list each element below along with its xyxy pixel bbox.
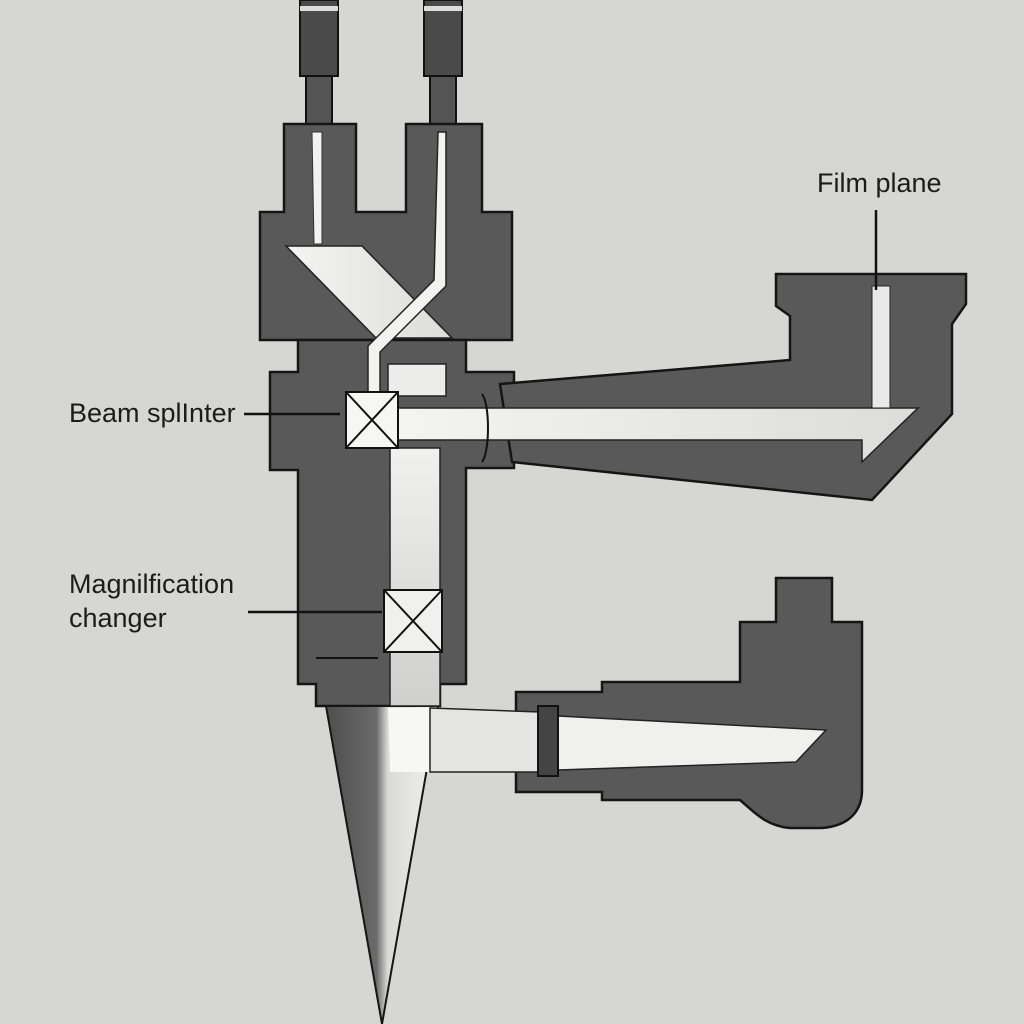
side-port-housing — [514, 576, 864, 830]
beam-splitter-cube — [345, 391, 399, 449]
film-plane-label: Film plane — [817, 168, 942, 198]
left-eyepiece-tube — [299, 0, 339, 127]
side-port-coupler — [537, 705, 559, 777]
magnification-label-line1: Magnilfication — [69, 569, 235, 599]
magnification-changer-element — [383, 589, 443, 653]
right-eyepiece-tube — [423, 0, 463, 127]
magnification-changer-label: Magnilfication changer — [69, 567, 234, 635]
side-light-path — [429, 707, 541, 773]
tube-flange-line — [481, 393, 489, 463]
vertical-light-path — [389, 447, 441, 707]
relay-light-path — [387, 363, 447, 397]
film-plane-vertical-path — [871, 285, 891, 409]
camera-arm-housing — [498, 272, 968, 502]
binocular-head — [258, 122, 514, 342]
magnification-label-line2: changer — [69, 603, 167, 633]
upper-cone-highlight — [388, 708, 438, 772]
objective-cone — [324, 705, 440, 1024]
beam-splitter-label: Beam splInter — [69, 398, 236, 428]
